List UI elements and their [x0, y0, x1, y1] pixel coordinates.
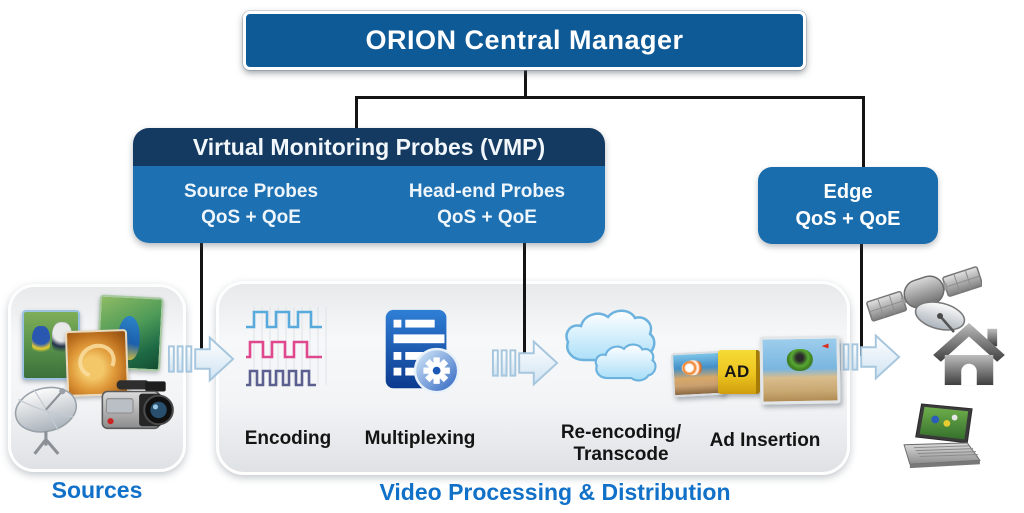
ad-insertion-label-text: Ad Insertion	[709, 430, 821, 451]
connector-horizontal	[355, 96, 865, 99]
connector-vmp-up	[355, 96, 358, 130]
ad-insertion-frames: AD	[670, 334, 841, 410]
headend-probes-line1: Head-end Probes	[408, 181, 566, 203]
vmp-box: Virtual Monitoring Probes (VMP) Source P…	[133, 128, 605, 243]
connector-source-probe-down	[200, 242, 203, 360]
flow-arrow-sources-icon	[167, 331, 237, 387]
flow-arrow-mux-icon	[491, 335, 561, 391]
house-icon	[932, 322, 1006, 386]
encoding-label-text: Encoding	[244, 428, 332, 449]
laptop-icon	[898, 402, 984, 472]
multiplexing-server-icon	[372, 306, 466, 400]
source-probes-cell: Source Probes QoS + QoE	[133, 166, 369, 243]
ad-insertion-label: Ad Insertion	[698, 430, 832, 452]
source-probes-line2: QoS + QoE	[201, 206, 301, 228]
connector-orion-down	[524, 70, 527, 98]
encoding-waveform-icon	[242, 302, 334, 390]
connector-edge-up	[862, 96, 865, 169]
sources-panel	[8, 284, 186, 472]
transcode-label: Re-encoding/ Transcode	[546, 422, 696, 466]
vmp-header: Virtual Monitoring Probes (VMP)	[133, 128, 605, 166]
multiplexing-label: Multiplexing	[358, 428, 482, 450]
transcode-label-text2: Transcode	[573, 443, 669, 465]
edge-line2: QoS + QoE	[795, 207, 901, 230]
satellite-dish-icon	[12, 382, 86, 460]
satellite-icon	[866, 258, 982, 338]
ad-badge-text: AD	[724, 362, 750, 381]
encoding-label: Encoding	[228, 428, 348, 450]
multiplexing-label-text: Multiplexing	[364, 428, 476, 449]
camcorder-icon	[86, 378, 180, 448]
edge-line1: Edge	[823, 180, 873, 203]
vmp-body: Source Probes QoS + QoE Head-end Probes …	[133, 166, 605, 243]
headend-probes-line2: QoS + QoE	[437, 206, 537, 228]
transcode-label-text: Re-encoding/	[560, 422, 682, 443]
ad-badge-frame: AD	[718, 350, 760, 394]
motocross-video-frame	[759, 335, 841, 405]
transcode-cloud-icon	[556, 300, 660, 400]
headend-probes-cell: Head-end Probes QoS + QoE	[369, 166, 605, 243]
orion-title: ORION Central Manager	[365, 25, 684, 55]
sources-label: Sources	[51, 477, 143, 503]
orion-central-manager-box: ORION Central Manager	[243, 11, 806, 70]
video-processing-label: Video Processing & Distribution	[379, 479, 731, 505]
source-probes-line1: Source Probes	[183, 181, 319, 203]
edge-box: Edge QoS + QoE	[758, 167, 938, 244]
connector-headend-probe-down	[523, 242, 526, 362]
fish-video-frame	[670, 350, 726, 398]
connector-edge-down	[860, 244, 863, 356]
